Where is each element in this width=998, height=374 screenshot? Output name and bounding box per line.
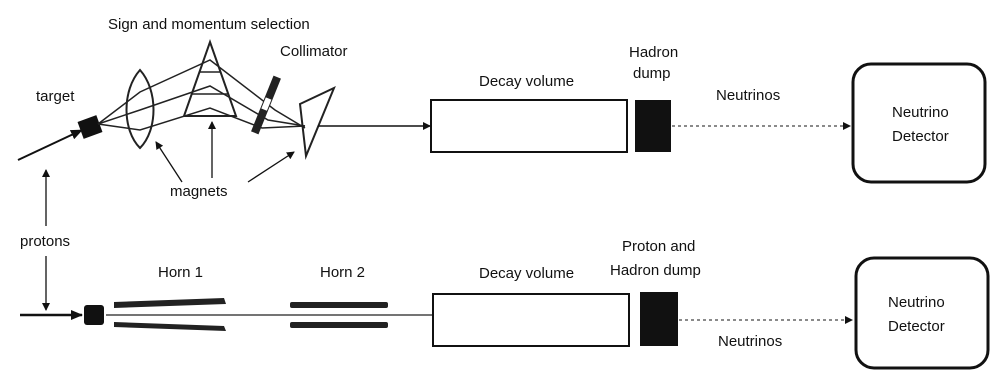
bottom-detector-label-2: Detector: [888, 318, 945, 335]
bottom-neutrino-detector: [854, 256, 990, 370]
top-detector-label-1: Neutrino: [892, 104, 949, 121]
top-neutrino-detector: [851, 62, 987, 184]
magnets-pointer-1: [155, 141, 183, 183]
magnets-pointer-3: [247, 151, 295, 183]
horn-2-label: Horn 2: [320, 264, 365, 281]
top-target-label: target: [36, 88, 75, 105]
bottom-target: [84, 305, 104, 325]
top-sign-momentum-label: Sign and momentum selection: [108, 16, 310, 33]
bottom-neutrinos-label: Neutrinos: [718, 333, 782, 350]
top-collimator-label: Collimator: [280, 43, 348, 60]
top-decay-volume: [430, 99, 628, 153]
bottom-dump-label-2: Hadron dump: [610, 262, 701, 279]
protons-label: protons: [20, 233, 70, 250]
top-neutrinos-label: Neutrinos: [716, 87, 780, 104]
horn-1: [114, 298, 226, 331]
bottom-decay-volume-label: Decay volume: [479, 265, 574, 282]
top-magnet-triangle: [182, 38, 238, 117]
bottom-dump-label-1: Proton and: [622, 238, 695, 255]
top-decay-volume-label: Decay volume: [479, 73, 574, 90]
top-proton-beam: [17, 129, 83, 161]
top-hadron-dump-label-2: dump: [633, 65, 671, 82]
bottom-decay-volume: [432, 293, 630, 347]
horn-1-label: Horn 1: [158, 264, 203, 281]
top-magnets-label: magnets: [170, 183, 228, 200]
bottom-dump: [640, 292, 678, 346]
top-hadron-dump-label-1: Hadron: [629, 44, 678, 61]
horn-2: [290, 302, 388, 328]
top-hadron-dump: [635, 100, 671, 152]
bottom-detector-label-1: Neutrino: [888, 294, 945, 311]
top-detector-label-2: Detector: [892, 128, 949, 145]
top-collimator: [251, 75, 281, 135]
top-magnet-lens: [125, 68, 155, 150]
top-magnet-small-triangle: [298, 85, 336, 160]
top-target: [77, 115, 103, 139]
